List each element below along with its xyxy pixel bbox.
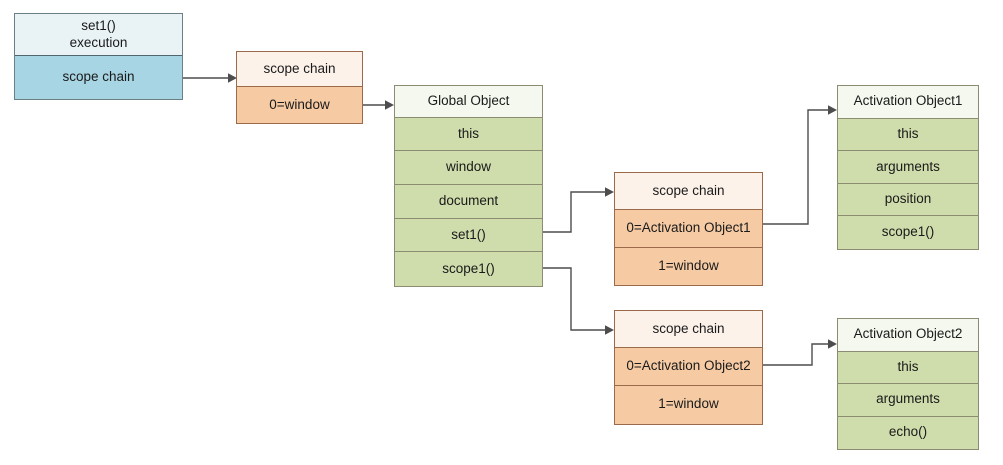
connector-scope1-to-scope-chain-2 — [543, 267, 614, 335]
node-global-object-header: Global Object — [395, 86, 542, 118]
node-activation-object-2[interactable]: Activation Object2 this arguments echo() — [837, 318, 979, 450]
node-global-object[interactable]: Global Object this window document set1(… — [394, 85, 543, 287]
node-scope-chain-2[interactable]: scope chain 0=Activation Object2 1=windo… — [614, 310, 763, 425]
node-execution-context-row-scope-chain[interactable]: scope chain — [15, 56, 182, 99]
node-activation-object-1-row-arguments[interactable]: arguments — [838, 151, 978, 184]
node-scope-chain-1-header: scope chain — [615, 173, 762, 211]
node-activation-object-2-row-this[interactable]: this — [838, 351, 978, 384]
connector-activation2-ref-to-activation-object-2 — [763, 339, 837, 366]
node-scope-chain-2-header: scope chain — [615, 311, 762, 349]
node-activation-object-1-row-scope1[interactable]: scope1() — [838, 216, 978, 250]
node-activation-object-1-row-position[interactable]: position — [838, 183, 978, 217]
connector-exec-scopechain-to-scopechain-global — [183, 73, 237, 83]
node-scope-chain-1[interactable]: scope chain 0=Activation Object1 1=windo… — [614, 172, 763, 286]
node-activation-object-1-header: Activation Object1 — [838, 86, 978, 119]
node-global-object-row-window[interactable]: window — [395, 151, 542, 186]
node-scope-chain-global-row-0-window[interactable]: 0=window — [237, 87, 362, 123]
node-global-object-row-set1[interactable]: set1() — [395, 218, 542, 253]
node-scope-chain-1-row-1-window[interactable]: 1=window — [615, 247, 762, 286]
connector-window-to-global-object — [363, 100, 394, 110]
node-global-object-row-scope1[interactable]: scope1() — [395, 252, 542, 287]
node-activation-object-1-row-this[interactable]: this — [838, 118, 978, 152]
node-activation-object-1[interactable]: Activation Object1 this arguments positi… — [837, 85, 979, 250]
node-activation-object-2-row-echo[interactable]: echo() — [838, 416, 978, 449]
node-scope-chain-1-row-0-activation-object1[interactable]: 0=Activation Object1 — [615, 210, 762, 248]
node-activation-object-2-row-arguments[interactable]: arguments — [838, 384, 978, 417]
node-execution-context-header: set1() execution — [15, 14, 182, 57]
node-scope-chain-global[interactable]: scope chain 0=window — [236, 51, 363, 124]
connector-activation1-ref-to-activation-object-1 — [763, 105, 837, 225]
node-scope-chain-global-header: scope chain — [237, 52, 362, 88]
node-scope-chain-2-row-0-activation-object2[interactable]: 0=Activation Object2 — [615, 348, 762, 386]
node-activation-object-2-header: Activation Object2 — [838, 319, 978, 352]
node-execution-context[interactable]: set1() execution scope chain — [14, 13, 183, 100]
connector-set1-to-scope-chain-1 — [543, 187, 614, 233]
node-global-object-row-this[interactable]: this — [395, 117, 542, 152]
node-global-object-row-document[interactable]: document — [395, 185, 542, 219]
node-scope-chain-2-row-1-window[interactable]: 1=window — [615, 385, 762, 424]
